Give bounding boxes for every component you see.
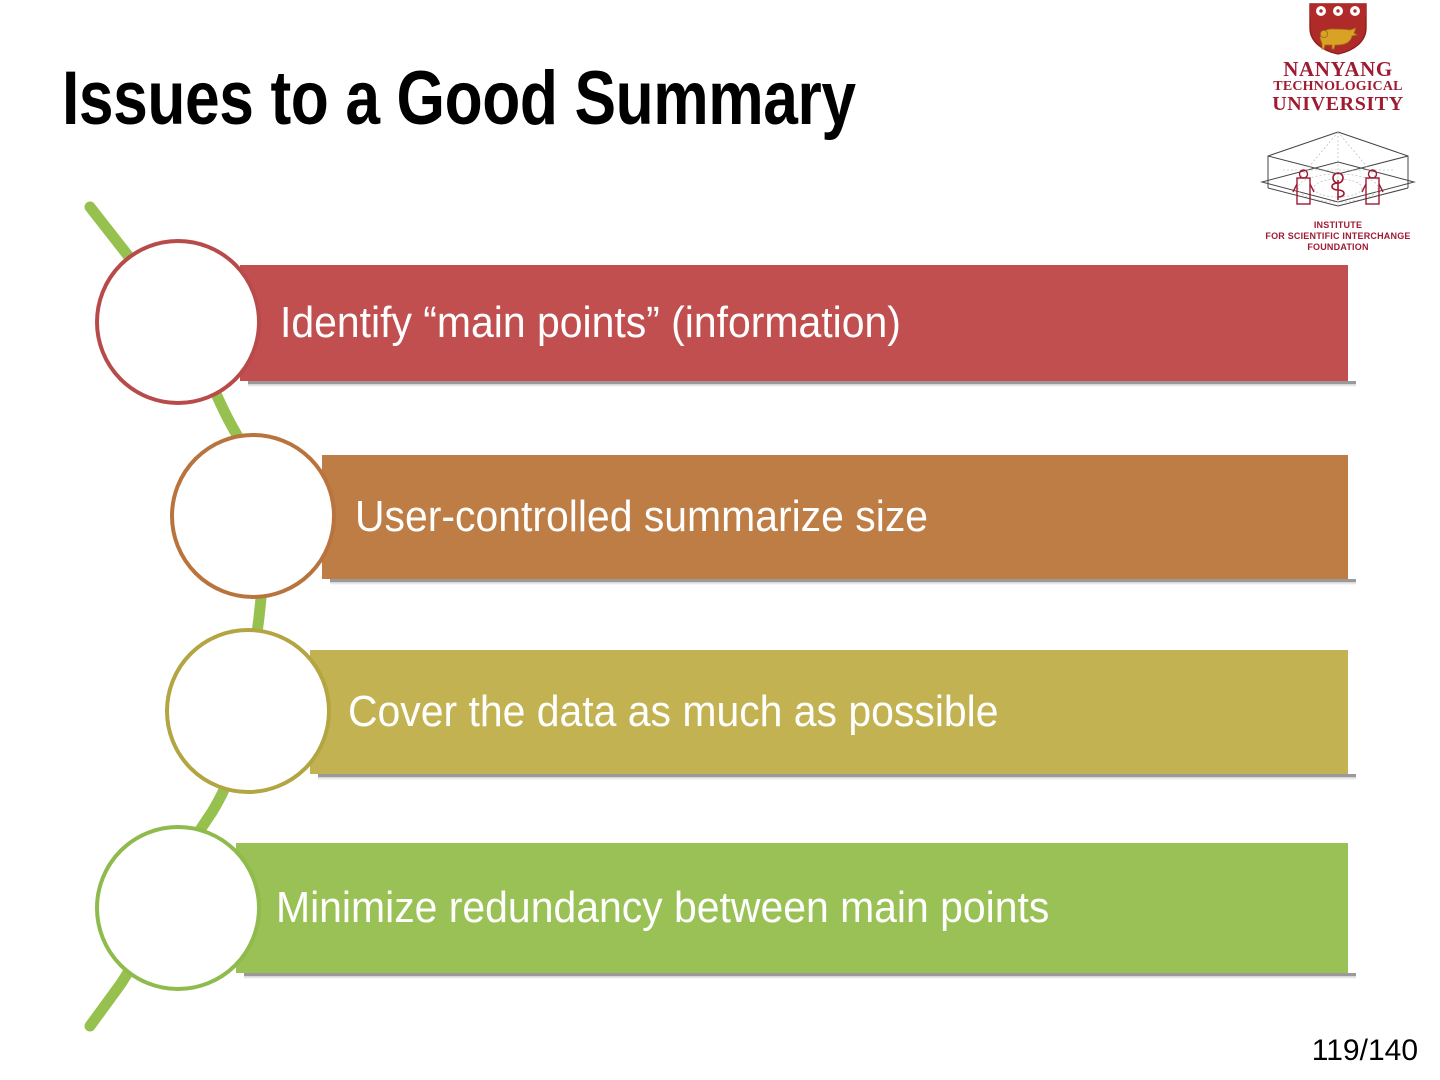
ntu-wordmark-line2: TECHNOLOGICAL [1273, 79, 1403, 94]
page-title: Issues to a Good Summary [62, 56, 856, 141]
item-bar-2[interactable]: User-controlled summarize size [322, 455, 1348, 579]
item-label-1: Identify “main points” (information) [280, 298, 901, 347]
item-node-circle-4[interactable] [95, 825, 261, 991]
list-item: User-controlled summarize size [0, 433, 1440, 599]
item-bar-1[interactable]: Identify “main points” (information) [240, 265, 1348, 381]
logo-group: NANYANG TECHNOLOGICAL UNIVERSITY [1250, 2, 1426, 253]
item-label-4: Minimize redundancy between main points [276, 883, 1050, 932]
list-item: Identify “main points” (information) [0, 239, 1440, 405]
isi-foundation-icon [1260, 131, 1416, 207]
item-bar-shadow-2 [330, 579, 1356, 585]
isi-wordmark-line1: INSTITUTE [1313, 220, 1363, 230]
item-node-circle-3[interactable] [165, 628, 331, 794]
list-item: Minimize redundancy between main points [0, 825, 1440, 991]
isi-wordmark-line3: FOUNDATION [1307, 242, 1369, 252]
item-bar-shadow-1 [248, 381, 1356, 387]
item-bar-3[interactable]: Cover the data as much as possible [310, 650, 1348, 774]
page-number: 119/140 [1311, 1034, 1418, 1067]
item-label-3: Cover the data as much as possible [348, 687, 999, 736]
ntu-crest-icon [1309, 3, 1367, 55]
item-node-circle-2[interactable] [170, 433, 336, 599]
ntu-wordmark-line3: UNIVERSITY [1272, 93, 1404, 115]
item-node-circle-1[interactable] [95, 239, 261, 405]
item-bar-shadow-3 [318, 774, 1356, 780]
ntu-wordmark: NANYANG TECHNOLOGICAL UNIVERSITY [1250, 57, 1426, 115]
isi-wordmark-line2: FOR SCIENTIFIC INTERCHANGE [1265, 231, 1411, 241]
item-bar-4[interactable]: Minimize redundancy between main points [236, 843, 1348, 973]
isi-foundation-wordmark: INSTITUTE FOR SCIENTIFIC INTERCHANGE FOU… [1250, 220, 1426, 253]
list-item: Cover the data as much as possible [0, 628, 1440, 794]
item-label-2: User-controlled summarize size [355, 492, 929, 541]
item-bar-shadow-4 [244, 973, 1356, 979]
ntu-wordmark-line1: NANYANG [1283, 57, 1393, 81]
